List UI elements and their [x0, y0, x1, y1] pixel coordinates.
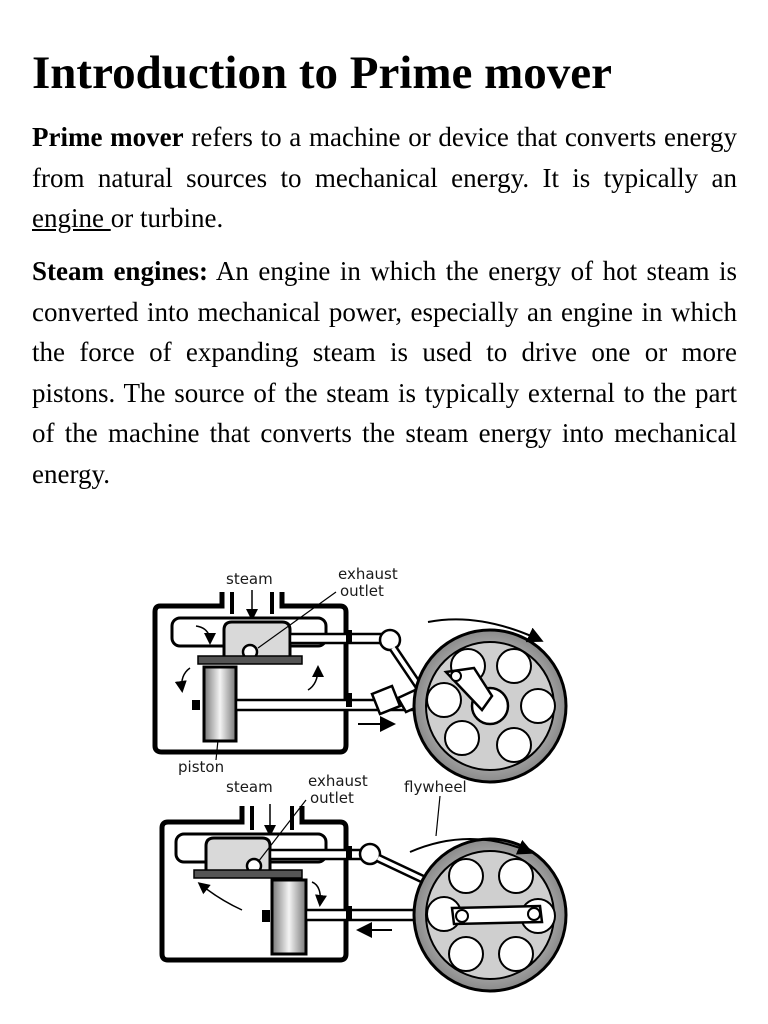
prime-mover-text-end: or turbine. — [110, 203, 224, 234]
outlet-label-top: outlet — [340, 582, 384, 600]
exhaust-label-top: exhaust — [338, 565, 398, 583]
exhaust-label-bottom: exhaust — [308, 772, 368, 790]
steam-engines-paragraph: Steam engines: An engine in which the en… — [32, 251, 737, 495]
flywheel-label: flywheel — [404, 778, 467, 796]
page-title: Introduction to Prime mover — [32, 47, 612, 99]
bottom-engine: steam exhaust outlet flywheel — [159, 772, 568, 993]
piston-label: piston — [178, 758, 224, 776]
steam-label-bottom: steam — [226, 778, 273, 796]
steam-engines-term: Steam engines: — [32, 256, 208, 286]
steam-engines-text: An engine in which the energy of hot ste… — [32, 256, 737, 489]
prime-mover-text: refers to a machine or device that conve… — [32, 122, 737, 193]
steam-label-top: steam — [226, 570, 273, 588]
outlet-label-bottom: outlet — [310, 789, 354, 807]
prime-mover-term: Prime mover — [32, 122, 184, 152]
engine-link[interactable]: engine — [32, 203, 111, 234]
prime-mover-paragraph: Prime mover refers to a machine or devic… — [32, 117, 737, 239]
top-engine: steam exhaust outlet piston — [152, 565, 568, 784]
